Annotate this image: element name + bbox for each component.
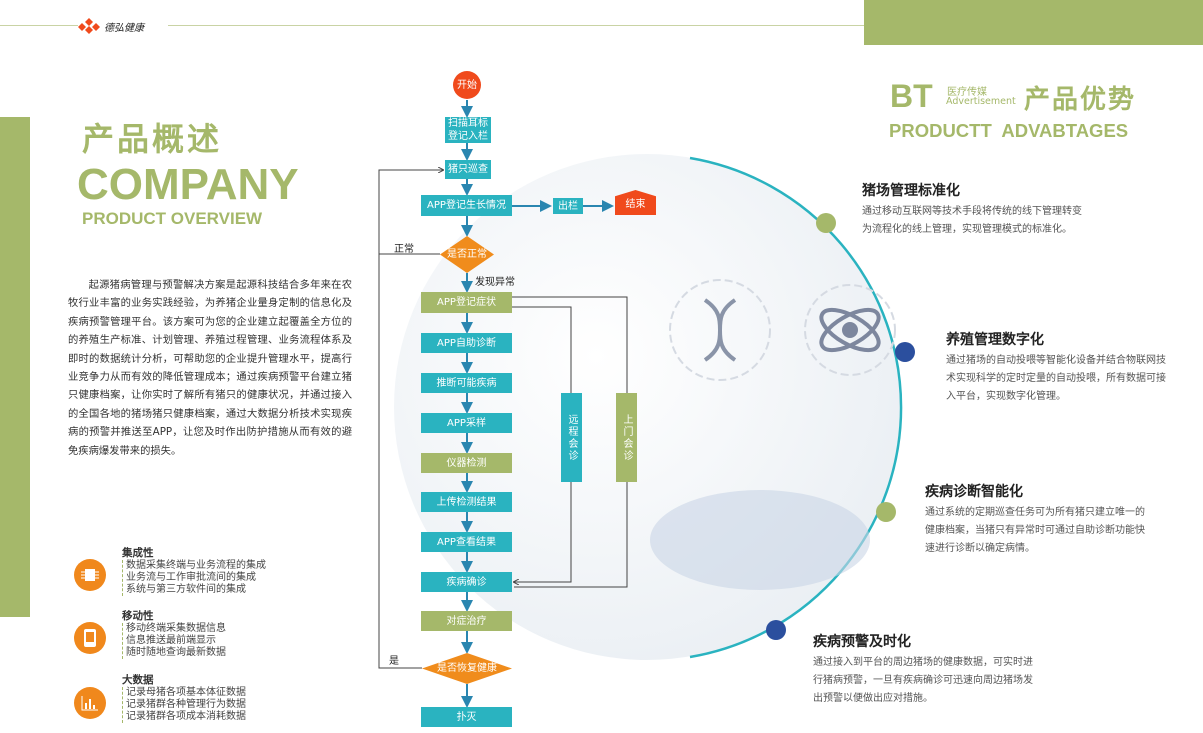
overview-paragraph: 起源猪病管理与预警解决方案是起源科技结合多年来在农牧行业丰富的业务实践经验，为养… <box>68 279 352 457</box>
advantage-title: 养殖管理数字化 <box>946 332 1044 348</box>
advantage-text: 通过移动互联网等技术手段将传统的线下管理转变为流程化的线上管理，实现管理模式的标… <box>862 206 1082 235</box>
feature-line: 记录母猪各项基本体征数据 <box>126 687 246 698</box>
overview-title-en: COMPANY <box>77 160 299 209</box>
flow-step: 推断可能疾病 <box>421 373 512 393</box>
flow-step: 疾病确诊 <box>421 572 512 592</box>
flow-step: 仪器检测 <box>421 453 512 473</box>
flow-step: APP查看结果 <box>421 532 512 552</box>
label-abnormal: 发现异常 <box>475 277 515 288</box>
feature-line: 业务流与工作审批流间的集成 <box>126 572 256 583</box>
advantage-text: 通过接入到平台的周边猪场的健康数据，可实时进行猪病预警，一旦有疾病确诊可迅速向周… <box>813 657 1033 704</box>
header-accent-block <box>864 0 1203 45</box>
bt-cn: 医疗传媒 <box>947 87 987 98</box>
advantage-title: 猪场管理标准化 <box>862 183 960 199</box>
advantage-title: 疾病诊断智能化 <box>925 484 1023 500</box>
feature-title: 大数据 <box>122 674 154 686</box>
advantage-text: 通过猪场的自动投喂等智能化设备并结合物联网技术实现科学的定时定量的自动投喂，所有… <box>946 355 1166 402</box>
logo-text: 德弘健康 <box>104 22 144 34</box>
label-yes: 是 <box>389 656 399 667</box>
flow-start: 开始 <box>453 71 481 99</box>
advantage-title: 疾病预警及时化 <box>813 634 911 650</box>
feature-line: 记录猪群各种管理行为数据 <box>126 699 246 710</box>
advantages-title-en: PRODUCTT ADVABTAGES <box>889 120 1129 141</box>
timeline-dot <box>766 620 786 640</box>
flow-onsite: 上门会诊 <box>616 393 637 482</box>
timeline-dot <box>895 342 915 362</box>
flow-remote: 远程会诊 <box>561 393 582 482</box>
feature-line: 系统与第三方软件间的集成 <box>126 584 246 595</box>
chip-icon <box>74 559 106 591</box>
advantages-title-cn: 产品优势 <box>1024 85 1137 115</box>
feature-line: 随时随地查询最新数据 <box>126 647 226 658</box>
timeline-dot <box>876 502 896 522</box>
flow-patrol: 猪只巡查 <box>445 160 491 179</box>
feature-line: 移动终端采集数据信息 <box>126 623 226 634</box>
bt-logo: BT <box>890 78 933 114</box>
bar-chart-icon <box>74 687 106 719</box>
logo-mark-icon <box>78 18 100 34</box>
flow-out: 出栏 <box>553 198 583 214</box>
feature-line: 信息推送最前端显示 <box>126 635 216 646</box>
bt-en: Advertisement <box>946 96 1016 107</box>
flow-growth: APP登记生长情况 <box>421 195 512 216</box>
feature-line: 数据采集终端与业务流程的集成 <box>126 560 266 571</box>
label-normal: 正常 <box>394 244 414 255</box>
flow-step: APP自助诊断 <box>421 333 512 353</box>
timeline-dot <box>816 213 836 233</box>
feature-line: 记录猪群各项成本消耗数据 <box>126 711 246 722</box>
flow-scan: 扫描耳标 登记入栏 <box>445 117 491 143</box>
overview-title-cn: 产品概述 <box>82 120 223 158</box>
feature-title: 移动性 <box>122 610 154 622</box>
phone-icon <box>74 622 106 654</box>
flow-cull: 扑灭 <box>421 707 512 727</box>
overview-subtitle: PRODUCT OVERVIEW <box>82 209 263 228</box>
feature-title: 集成性 <box>122 547 154 559</box>
advantage-text: 通过系统的定期巡查任务可为所有猪只建立唯一的健康档案，当猪只有异常时可通过自助诊… <box>925 507 1145 554</box>
side-accent-bar <box>0 117 30 617</box>
flow-step: APP登记症状 <box>421 292 512 313</box>
logo: 德弘健康 <box>78 14 168 38</box>
flow-step: 对症治疗 <box>421 611 512 631</box>
header-rule <box>0 25 864 26</box>
flow-step: 上传检测结果 <box>421 492 512 512</box>
flow-step: APP采样 <box>421 413 512 433</box>
